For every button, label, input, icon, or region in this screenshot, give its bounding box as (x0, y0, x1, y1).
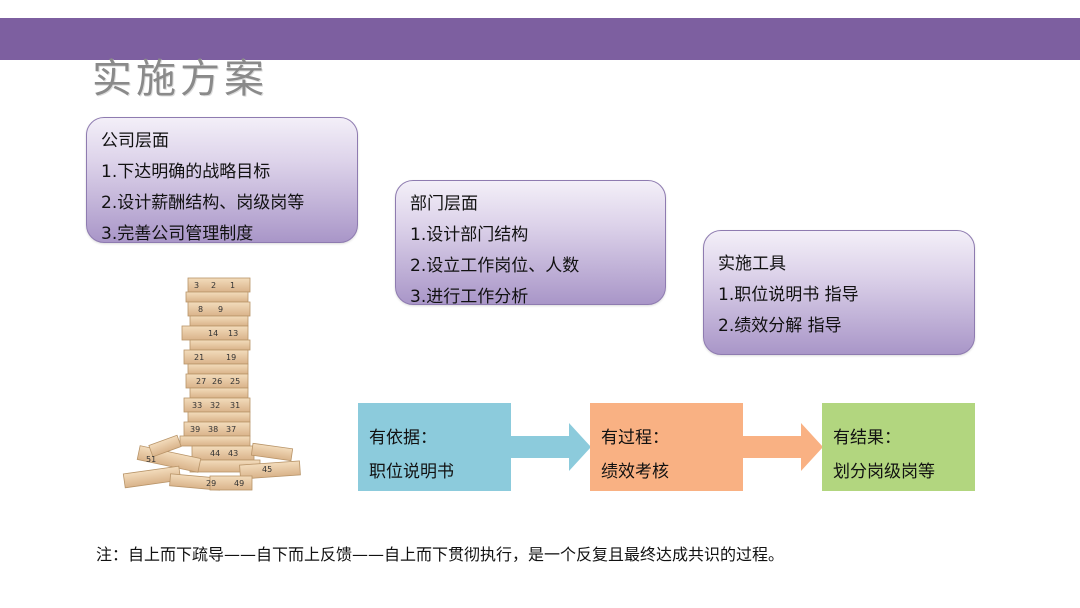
flow-step-label: 有结果： (833, 421, 965, 455)
tools-item-2: 2.绩效分解 指导 (718, 311, 960, 342)
company-heading: 公司层面 (101, 126, 343, 157)
company-item-2: 2.设计薪酬结构、岗级岗等 (101, 188, 343, 219)
department-level-panel: 部门层面 1.设计部门结构 2.设立工作岗位、人数 3.进行工作分析 (395, 180, 666, 305)
flow-step-process: 有过程： 绩效考核 (590, 403, 743, 491)
flow-step-value: 划分岗级岗等 (833, 455, 965, 489)
block-number: 1 (230, 281, 235, 290)
company-level-panel: 公司层面 1.下达明确的战略目标 2.设计薪酬结构、岗级岗等 3.完善公司管理制… (86, 117, 358, 243)
block-number: 43 (228, 449, 238, 458)
block-number: 3 (194, 281, 199, 290)
block-number: 39 (190, 425, 200, 434)
block-number: 14 (208, 329, 218, 338)
footnote: 注：自上而下疏导——自下而上反馈——自上而下贯彻执行，是一个反复且最终达成共识的… (96, 541, 784, 565)
tools-item-1: 1.职位说明书 指导 (718, 280, 960, 311)
block-number: 33 (192, 401, 202, 410)
flow-step-label: 有过程： (601, 421, 733, 455)
block-number: 31 (230, 401, 240, 410)
block-number: 21 (194, 353, 204, 362)
jenga-tower-image: 3 2 1 8 9 14 13 21 19 27 26 25 33 32 31 … (110, 270, 310, 505)
block-number: 27 (196, 377, 206, 386)
flow-step-basis: 有依据： 职位说明书 (358, 403, 511, 491)
block-number: 26 (212, 377, 222, 386)
arrow-right-icon (511, 423, 591, 471)
flow-step-value: 职位说明书 (369, 455, 501, 489)
block-number: 19 (226, 353, 236, 362)
department-heading: 部门层面 (410, 189, 651, 220)
flow-step-result: 有结果： 划分岗级岗等 (822, 403, 975, 491)
block-number: 2 (211, 281, 216, 290)
block-number: 13 (228, 329, 238, 338)
block-number: 37 (226, 425, 236, 434)
company-item-1: 1.下达明确的战略目标 (101, 157, 343, 188)
department-item-1: 1.设计部门结构 (410, 220, 651, 251)
block-number: 49 (234, 479, 244, 488)
block-number: 29 (206, 479, 216, 488)
flow-step-label: 有依据： (369, 421, 501, 455)
tools-panel: 实施工具 1.职位说明书 指导 2.绩效分解 指导 (703, 230, 975, 355)
company-item-3: 3.完善公司管理制度 (101, 219, 343, 250)
tools-heading: 实施工具 (718, 249, 960, 280)
department-item-3: 3.进行工作分析 (410, 282, 651, 313)
block-number: 25 (230, 377, 240, 386)
block-number: 44 (210, 449, 220, 458)
block-number: 51 (146, 455, 156, 464)
block-number: 9 (218, 305, 223, 314)
arrow-right-icon (743, 423, 823, 471)
block-number: 32 (210, 401, 220, 410)
block-number: 38 (208, 425, 218, 434)
block-number: 45 (262, 465, 272, 474)
department-item-2: 2.设立工作岗位、人数 (410, 251, 651, 282)
block-number: 8 (198, 305, 203, 314)
slide-title: 实施方案 (92, 46, 268, 104)
flow-step-value: 绩效考核 (601, 455, 733, 489)
